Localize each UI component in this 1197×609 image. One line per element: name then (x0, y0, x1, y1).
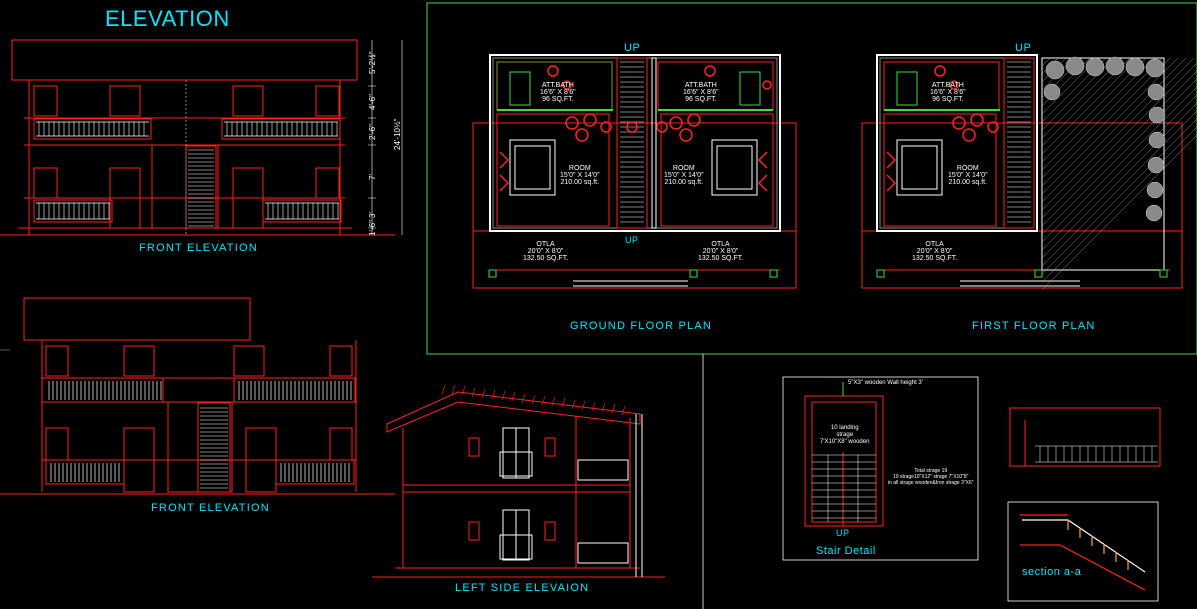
first-floor-plan (861, 54, 1183, 289)
front-elevation-bottom-label: FRONT ELEVATION (151, 502, 270, 514)
first-floor-furniture (886, 65, 999, 192)
up-label: UP (624, 42, 641, 54)
front-elevation-top (0, 39, 395, 236)
terrace-hatch (1041, 118, 1197, 275)
ground-floor-furniture (499, 65, 772, 192)
front-elevation-top-railings (36, 121, 339, 220)
section-aa-frame (1007, 501, 1159, 602)
terrace-hatch (1041, 57, 1139, 155)
ground-floor-plan (472, 54, 797, 289)
front-elevation-bottom (0, 297, 395, 495)
plan-frame (426, 2, 1197, 355)
dimension-line (368, 40, 403, 235)
left-side-elevation-label: LEFT SIDE ELEVAION (455, 582, 590, 594)
terrace-hatch (1041, 126, 1197, 283)
stair-total-note: Total strage 19 19 strage10"X12" strage … (888, 468, 974, 486)
terrace-hatch (1041, 94, 1197, 251)
terrace-hatch (1041, 78, 1197, 235)
section-aa (1020, 514, 1146, 591)
terrace-hatch (1041, 57, 1051, 67)
terrace-hatch (1041, 86, 1197, 243)
side-doors (499, 414, 643, 577)
first-floor-plan-label: FIRST FLOOR PLAN (972, 320, 1096, 332)
terrace-hatch (1041, 62, 1197, 219)
terrace-hatch (1041, 57, 1163, 179)
terrace-hatch (1041, 110, 1197, 267)
dimension-label: 4'-6" (368, 94, 377, 110)
small-stair-plan (1009, 407, 1161, 467)
dimension-label: 1'-6" (368, 220, 377, 236)
terrace-hatch (1041, 57, 1187, 203)
ground-floor-plan-label: GROUND FLOOR PLAN (570, 320, 713, 332)
front-elevation-top-label: FRONT ELEVATION (139, 242, 258, 254)
terrace-hatch (1041, 57, 1179, 195)
up-label: UP (1015, 42, 1032, 54)
stair-detail-label: Stair Detail (816, 545, 876, 557)
terrace-hatch (1041, 102, 1197, 259)
terrace-hatch (1041, 57, 1171, 187)
terrace-hatch (1041, 57, 1195, 211)
left-side-elevation (372, 391, 665, 578)
side-roof-hatch (441, 384, 626, 416)
stair-up-label: UP (836, 528, 850, 538)
dimension-total-label: 24'-10½" (393, 118, 402, 151)
stair-top-note: 5"X3" wooden Wall height 3' (848, 380, 923, 386)
terrace-hatch (1041, 70, 1197, 227)
dimension-label: 3' (368, 212, 377, 218)
section-aa-label: section a-a (1022, 566, 1082, 578)
page-title: ELEVATION (105, 6, 230, 31)
dimension-label: 7' (368, 174, 377, 180)
terrace-plants (1043, 56, 1166, 222)
terrace-hatch (1041, 134, 1197, 291)
up-label: UP (625, 235, 639, 245)
dimension-label: 2'-6" (368, 124, 377, 140)
terrace-hatch (1041, 57, 1147, 163)
terrace-hatch (1041, 57, 1155, 171)
stair-detail (804, 395, 884, 527)
stair-detail-frame (782, 376, 979, 561)
dimension-label: 5'-2½" (368, 51, 377, 74)
stair-landing-note: 10 landing strage 7'X10"X8" wooden (820, 425, 870, 445)
